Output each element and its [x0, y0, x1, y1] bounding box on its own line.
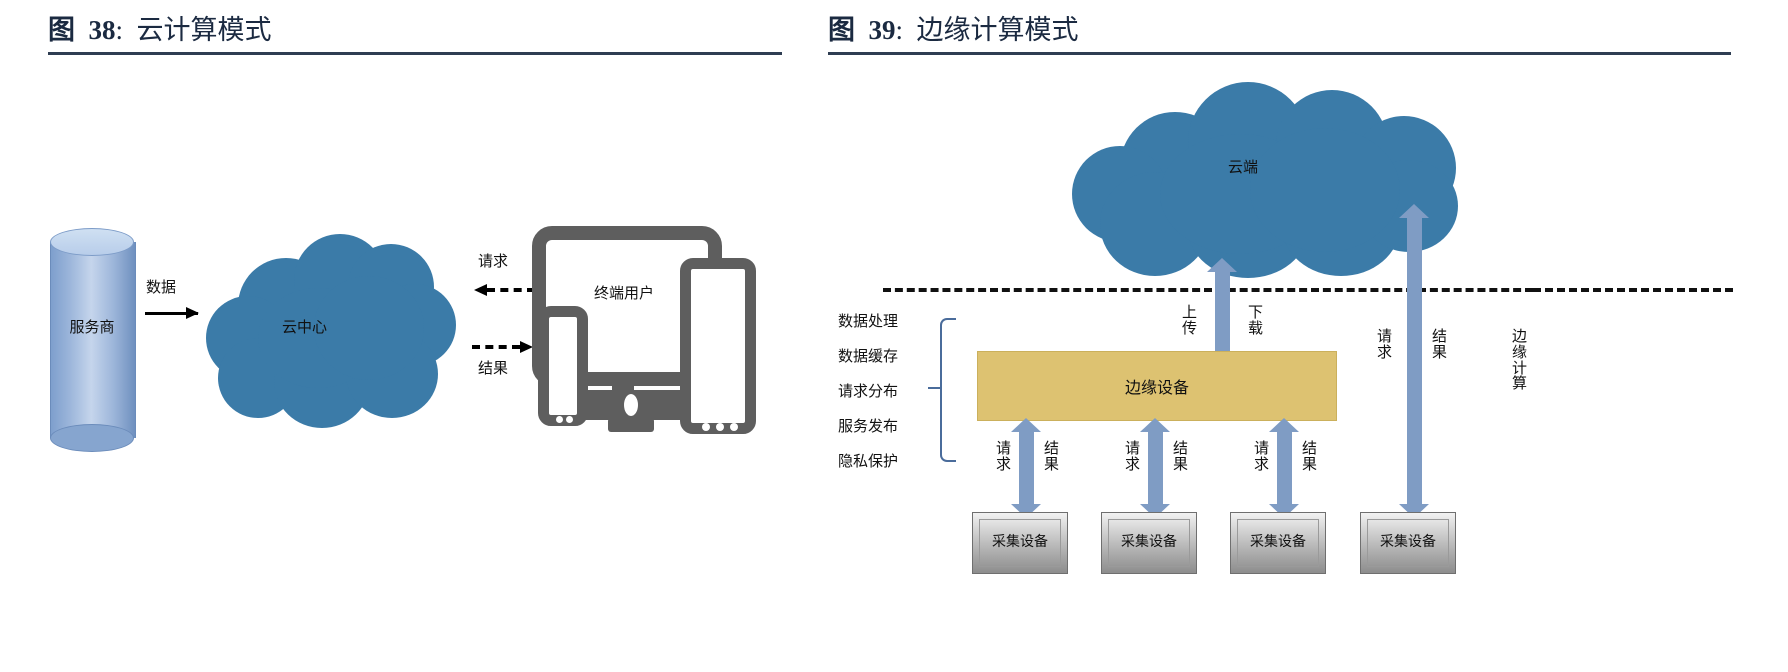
figure-38-number: 38 — [88, 15, 116, 45]
capability-brace-tick — [928, 387, 942, 389]
edge-flow-request-2: 请求 — [1254, 441, 1270, 473]
figure-39-prefix: 图 — [828, 15, 855, 45]
data-arrow — [145, 307, 199, 319]
cloud-top-label: 云端 — [1228, 160, 1259, 176]
edge-flow-arrow-1 — [1140, 418, 1170, 518]
collect-device-label-2: 采集设备 — [1250, 534, 1306, 550]
cloud-direct-request: 请求 — [1377, 329, 1393, 361]
figure-38-caption: 图 38: 云计算模式 — [48, 15, 272, 45]
capability-item-4: 隐私保护 — [838, 454, 899, 470]
monitor-home-dot — [624, 394, 638, 416]
upload-download-arrow — [1207, 258, 1237, 370]
capability-brace — [940, 318, 956, 462]
edge-flow-arrow-2 — [1269, 418, 1299, 518]
figure-39-colon: : — [895, 15, 904, 45]
collect-device-label-3: 采集设备 — [1380, 534, 1436, 550]
figure-39-header: 图 39: 边缘计算模式 — [828, 8, 1079, 47]
collect-device-label-1: 采集设备 — [1121, 534, 1177, 550]
cloud-edge-divider-right — [1533, 288, 1733, 292]
figure-38-colon: : — [115, 15, 124, 45]
request-arrow-left — [474, 284, 535, 296]
edge-flow-arrow-0 — [1011, 418, 1041, 518]
service-provider-label: 服务商 — [69, 320, 115, 336]
result-arrow-right — [472, 341, 533, 353]
edge-flow-result-1: 结果 — [1173, 441, 1189, 473]
collect-device-1: 采集设备 — [1101, 512, 1197, 574]
figure-39-rule — [828, 52, 1731, 55]
data-arrow-label: 数据 — [146, 280, 177, 296]
collect-device-0: 采集设备 — [972, 512, 1068, 574]
edge-flow-request-0: 请求 — [996, 441, 1012, 473]
cylinder-body — [50, 242, 136, 438]
end-user-label: 终端用户 — [594, 286, 655, 302]
monitor-foot — [608, 418, 654, 432]
figure-39-number: 39 — [868, 15, 896, 45]
capability-item-2: 请求分布 — [838, 384, 899, 400]
upload-label: 上传 — [1182, 305, 1198, 337]
cloud-top-shape: 云端 — [1060, 68, 1460, 278]
figure-39-caption: 图 39: 边缘计算模式 — [828, 15, 1079, 45]
cylinder-top — [50, 228, 134, 256]
edge-flow-request-1: 请求 — [1125, 441, 1141, 473]
edge-device-label: 边缘设备 — [1124, 380, 1189, 397]
large-phone — [680, 258, 756, 434]
download-label: 下载 — [1248, 305, 1264, 337]
figure-39-title: 边缘计算模式 — [916, 15, 1079, 45]
capability-item-1: 数据缓存 — [838, 349, 899, 365]
edge-computing-label: 边缘计算 — [1512, 329, 1528, 393]
cylinder-bottom — [50, 424, 134, 452]
end-user-devices: 终端用户 — [532, 222, 774, 444]
figure-38-header: 图 38: 云计算模式 — [48, 8, 272, 47]
cloud-edge-divider-left — [883, 288, 1533, 292]
edge-flow-result-2: 结果 — [1302, 441, 1318, 473]
capability-item-0: 数据处理 — [838, 314, 899, 330]
figure-38-title: 云计算模式 — [136, 15, 272, 45]
request-arrow-label-left: 请求 — [478, 254, 509, 270]
collect-device-label-0: 采集设备 — [992, 534, 1048, 550]
figure-38-rule — [48, 52, 782, 55]
result-arrow-label-left: 结果 — [478, 361, 509, 377]
capability-item-3: 服务发布 — [838, 419, 899, 435]
figure-38-prefix: 图 — [48, 15, 75, 45]
service-provider-cylinder: 服务商 — [50, 228, 136, 452]
small-phone — [538, 306, 588, 426]
collect-device-2: 采集设备 — [1230, 512, 1326, 574]
cloud-center-label: 云中心 — [282, 320, 328, 336]
edge-device-box: 边缘设备 — [977, 351, 1337, 421]
edge-flow-result-0: 结果 — [1044, 441, 1060, 473]
collect-device-3: 采集设备 — [1360, 512, 1456, 574]
cloud-direct-arrow — [1399, 204, 1429, 518]
cloud-direct-result: 结果 — [1432, 329, 1448, 361]
cloud-center-shape: 云中心 — [196, 218, 466, 430]
